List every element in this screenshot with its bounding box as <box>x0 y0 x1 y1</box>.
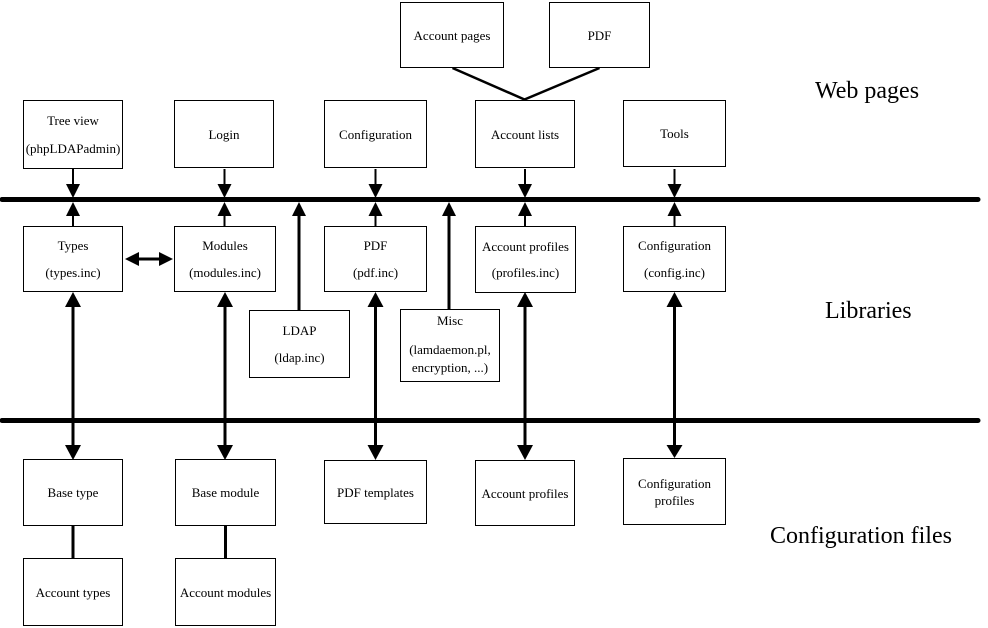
edge-configuration-pdflib <box>368 169 383 226</box>
box-account-pages: Account pages <box>400 2 504 68</box>
box-label: Login <box>208 126 240 142</box>
box-modules: Modules (modules.inc) <box>174 226 276 292</box>
box-label: Account lists <box>490 126 560 142</box>
box-label: Account pages <box>413 27 491 43</box>
box-pdf-lib: PDF (pdf.inc) <box>324 226 427 292</box>
box-label: Configuration <box>638 475 711 491</box>
edge-tools-configlib <box>667 169 682 226</box>
box-label: Account profiles <box>481 485 569 501</box>
box-label: Modules <box>202 238 248 254</box>
box-sublabel: encryption, ...) <box>411 360 489 375</box>
box-label: Tree view <box>47 113 99 129</box>
box-sublabel: (types.inc) <box>45 264 101 280</box>
section-label-configuration-files: Configuration files <box>770 523 952 549</box>
box-label: Misc <box>437 313 463 328</box>
edge-configlib-configprofiles <box>666 292 683 458</box>
edge-treeview-types <box>66 169 80 226</box>
box-sublabel: profiles <box>654 492 695 508</box>
edge-types-basetype <box>65 292 81 460</box>
box-label: Account types <box>35 584 111 600</box>
box-label: Configuration <box>339 126 412 142</box>
box-label: PDF templates <box>337 484 414 500</box>
box-label: Configuration <box>638 238 711 254</box>
box-pdf-templates: PDF templates <box>324 460 427 524</box>
edge-pdflib-pdftemplates <box>367 292 384 460</box>
section-label-libraries: Libraries <box>825 298 912 324</box>
edge-accountpages-pdf-to-accountlists <box>451 66 600 101</box>
edge-modules-basemodule <box>217 292 233 460</box>
box-account-types: Account types <box>23 558 123 626</box>
box-sublabel: (ldap.inc) <box>274 350 325 365</box>
box-label: Types <box>57 238 89 254</box>
box-base-module: Base module <box>175 459 276 526</box>
box-label: Tools <box>660 126 689 141</box>
box-sublabel: (pdf.inc) <box>352 264 399 280</box>
box-label: Account profiles <box>481 238 569 254</box>
box-configuration-lib: Configuration (config.inc) <box>623 226 726 292</box>
edge-login-modules <box>217 169 232 226</box>
section-label-web-pages: Web pages <box>815 78 920 104</box>
box-login: Login <box>174 100 274 168</box>
box-pdf-page: PDF <box>549 2 650 68</box>
box-base-type: Base type <box>23 459 123 526</box>
box-label: PDF <box>363 238 388 254</box>
box-tree-view: Tree view (phpLDAPadmin) <box>23 100 123 169</box>
edge-types-modules <box>125 252 173 266</box>
box-configuration-profiles: Configuration profiles <box>623 458 726 525</box>
box-account-modules: Account modules <box>175 558 276 626</box>
edge-ldap-up <box>292 202 306 310</box>
box-label: PDF <box>587 27 612 43</box>
box-sublabel: (profiles.inc) <box>491 265 560 281</box>
box-sublabel: (lamdaemon.pl, <box>409 342 491 357</box>
edge-profileslib-profilesfiles <box>517 292 533 460</box>
box-configuration-page: Configuration <box>324 100 427 168</box>
edge-accountlists-profileslib <box>518 169 532 226</box>
box-label: Base module <box>191 485 260 500</box>
edge-misc-up <box>442 202 456 309</box>
box-misc: Misc (lamdaemon.pl, encryption, ...) <box>400 309 500 382</box>
box-account-profiles-file: Account profiles <box>475 460 575 526</box>
box-label: Account modules <box>179 584 272 600</box>
box-tools: Tools <box>623 100 726 167</box>
box-types: Types (types.inc) <box>23 226 123 292</box>
box-label: LDAP <box>282 323 317 338</box>
box-label: Base type <box>47 485 99 500</box>
box-account-lists: Account lists <box>475 100 575 168</box>
box-account-profiles-lib: Account profiles (profiles.inc) <box>475 226 576 293</box>
box-ldap: LDAP (ldap.inc) <box>249 310 350 378</box>
box-sublabel: (config.inc) <box>643 264 705 280</box>
box-sublabel: (phpLDAPadmin) <box>25 140 121 156</box>
box-sublabel: (modules.inc) <box>189 264 261 280</box>
